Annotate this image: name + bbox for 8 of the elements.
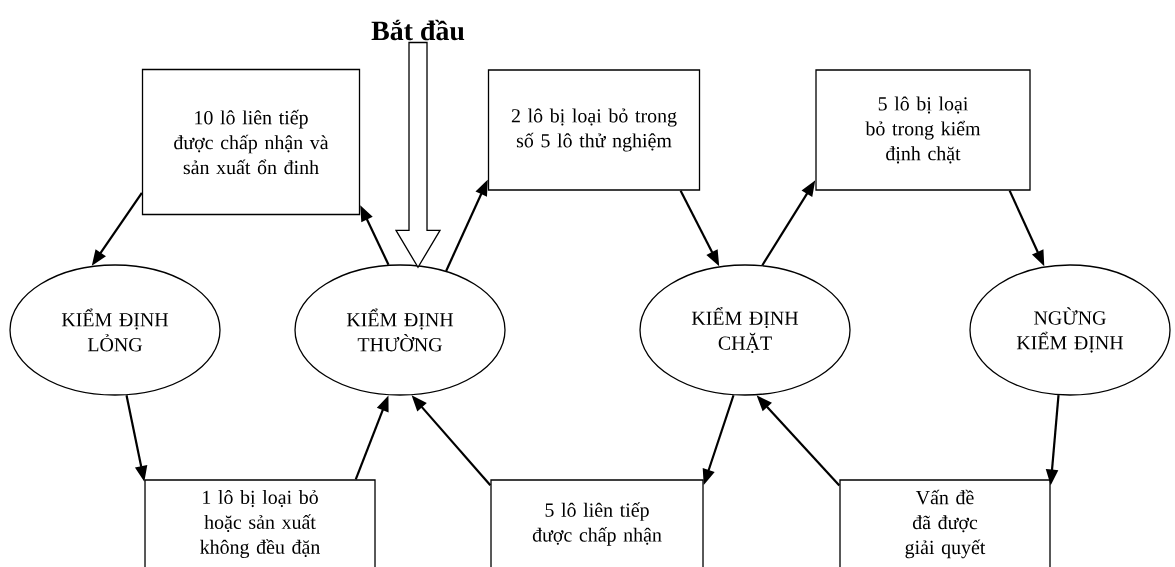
start-label: Bắt đầu bbox=[371, 19, 465, 41]
condition-box: 2 lô bị loại bỏ trong số 5 lô thử nghiệm bbox=[487, 69, 701, 191]
condition-box: 1 lô bị loại bỏ hoặc sản xuất không đều đặn bbox=[144, 479, 376, 567]
condition-box: 5 lô liên tiếp được chấp nhận bbox=[490, 479, 704, 567]
condition-box: 5 lô bị loại bỏ trong kiểm định chặt bbox=[815, 69, 1031, 191]
condition-box: 10 lô liên tiếp được chấp nhận và sản xuất ổn đinh bbox=[141, 68, 361, 216]
start-arrow bbox=[394, 41, 442, 269]
condition-box: Vấn đề đã được giải quyết bbox=[839, 479, 1051, 567]
